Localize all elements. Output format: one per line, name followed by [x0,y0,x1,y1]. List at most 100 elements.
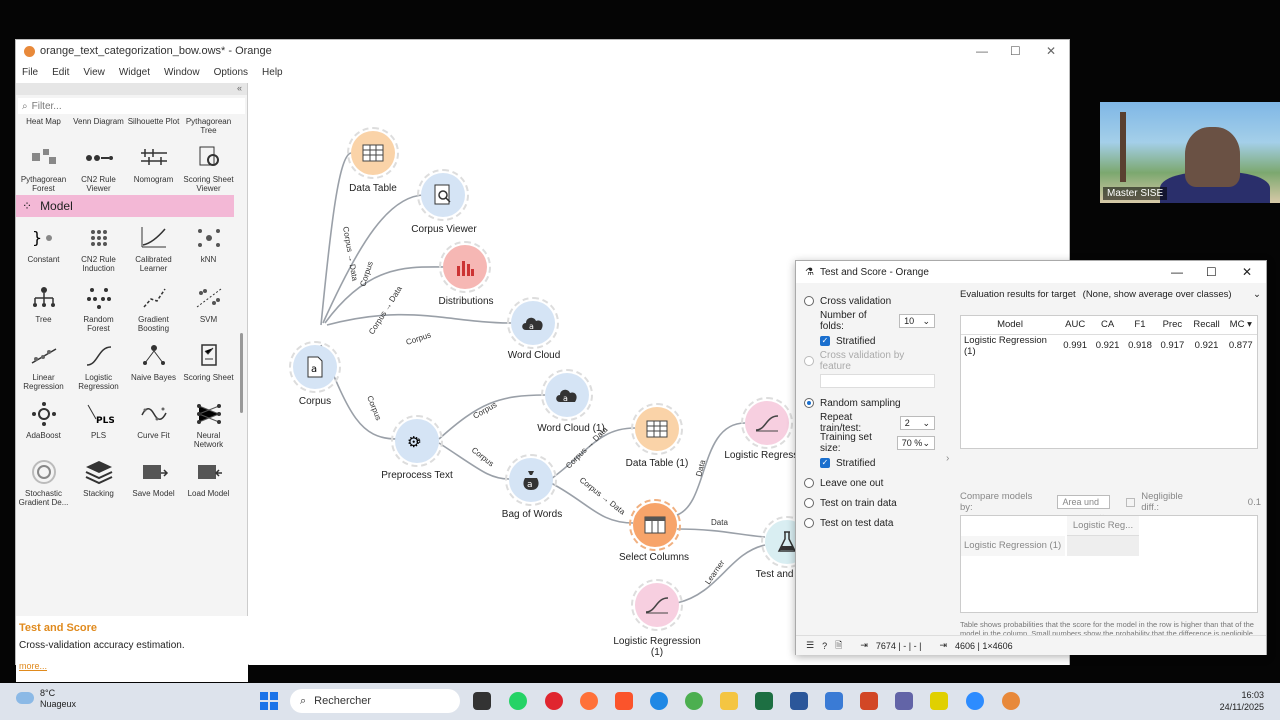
eval-target-select[interactable]: (None, show average over classes)⌄ [1082,288,1261,300]
filter-input[interactable]: ⌕ Filter... [18,98,245,114]
node-distributions[interactable] [439,241,491,293]
node-word-cloud-1[interactable]: a [541,369,593,421]
maximize-icon[interactable]: ☐ [1010,44,1021,58]
help-icon[interactable]: ? [822,640,828,651]
col-recall[interactable]: Recall [1188,316,1225,335]
radio-test-on-train[interactable]: Test on train data [804,493,935,513]
widget-naive-bayes[interactable]: Naive Bayes [126,339,181,391]
widget-panel-scrollbar[interactable] [240,333,243,413]
radio-test-on-test[interactable]: Test on test data [804,513,935,533]
widget-tree[interactable]: Tree [16,281,71,333]
powerpoint-icon[interactable] [860,692,878,710]
radio-leave-one-out[interactable]: Leave one out [804,473,935,493]
col-prec[interactable]: Prec [1156,316,1189,335]
node-logistic-regression-1[interactable] [631,579,683,631]
minimize-icon[interactable]: — [976,44,988,58]
widget-heat-map[interactable]: Heat Map [26,117,61,126]
widget-gradient-boosting[interactable]: Gradient Boosting [126,281,181,333]
widget-curve-fit[interactable]: Curve Fit [126,397,181,449]
widget-nomogram[interactable]: Nomogram [126,141,181,193]
widget-stacking[interactable]: Stacking [71,455,126,507]
report-icon[interactable]: 🗎 [835,639,843,650]
checkbox-stratified-cv[interactable]: ✓Stratified [820,335,876,347]
col-f1[interactable]: F1 [1123,316,1157,335]
widget-neural-network[interactable]: Neural Network [181,397,236,449]
app-icon[interactable] [930,692,948,710]
node-data-table-1[interactable] [631,403,683,455]
table-row[interactable]: Logistic Regression (1) 0.991 0.921 0.91… [964,334,1253,357]
evaluation-results-table[interactable]: Model AUC CA F1 Prec Recall MC ▾ Logisti… [960,315,1258,449]
opera-icon[interactable] [545,692,563,710]
firefox-icon[interactable] [580,692,598,710]
feature-select[interactable] [804,371,935,391]
chrome-icon[interactable] [685,692,703,710]
category-model[interactable]: ⁘ Model [16,195,234,217]
widget-linear-regression[interactable]: Linear Regression [16,339,71,391]
model-comparison-table[interactable]: Logistic Reg... Logistic Regression (1) [960,515,1258,613]
radio-random-sampling[interactable]: Random sampling [804,393,935,413]
edge-icon[interactable] [650,692,668,710]
node-preprocess-text[interactable]: ⚙a [391,415,443,467]
widget-cn2-rule-viewer[interactable]: CN2 Rule Viewer [71,141,126,193]
widget-pythagorean-tree[interactable]: Pythagorean Tree [185,117,232,135]
menu-window[interactable]: Window [163,66,200,78]
folds-select[interactable]: 10 ⌄ [899,314,935,328]
widget-random-forest[interactable]: Random Forest [71,281,126,333]
brave-icon[interactable] [615,692,633,710]
negligible-value[interactable]: 0.1 [1247,496,1262,508]
task-view-icon[interactable] [473,692,491,710]
node-corpus-viewer[interactable] [417,169,469,221]
widget-knn[interactable]: kNN [181,221,236,273]
excel-icon[interactable] [755,692,773,710]
compare-select[interactable]: Area und ⌄ [1057,495,1111,519]
collapse-panel-icon[interactable]: « [16,83,247,95]
menu-icon[interactable]: ☰ [806,640,815,650]
node-bag-of-words[interactable]: a [505,454,557,506]
menu-widget[interactable]: Widget [118,66,150,78]
radio-cross-validation[interactable]: Cross validation [804,291,935,311]
widget-load-model[interactable]: Load Model [181,455,236,507]
widget-stochastic-gradient-descent[interactable]: Stochastic Gradient De... [16,455,71,507]
taskbar-clock[interactable]: 16:03 24/11/2025 [1220,689,1264,713]
widget-silhouette-plot[interactable]: Silhouette Plot [127,117,180,126]
col-mc[interactable]: MC ▾ [1224,316,1257,335]
menu-view[interactable]: View [83,66,105,78]
widget-scoring-sheet-viewer[interactable]: Scoring Sheet Viewer [181,141,236,193]
negligible-checkbox[interactable] [1126,497,1136,507]
widget-calibrated-learner[interactable]: Calibrated Learner [126,221,181,273]
node-corpus[interactable]: a [289,341,341,393]
widget-scoring-sheet[interactable]: Scoring Sheet [181,339,236,391]
orange-taskbar-icon[interactable] [1002,692,1020,710]
checkbox-stratified-rs[interactable]: ✓Stratified [820,457,876,469]
ts-close-icon[interactable]: ✕ [1242,265,1253,279]
ts-maximize-icon[interactable]: ☐ [1206,265,1217,279]
radio-cv-by-feature[interactable]: Cross validation by feature [804,350,935,372]
menu-options[interactable]: Options [213,66,249,78]
expand-arrow-icon[interactable]: › [946,453,950,464]
widget-adaboost[interactable]: AdaBoost [16,397,71,449]
widget-venn-diagram[interactable]: Venn Diagram [73,117,124,126]
widget-cn2-rule-induction[interactable]: CN2 Rule Induction [71,221,126,273]
col-auc[interactable]: AUC [1059,316,1092,335]
info-more-link[interactable]: more... [19,661,48,671]
teams-icon[interactable] [895,692,913,710]
node-select-columns[interactable] [629,499,681,551]
close-icon[interactable]: ✕ [1046,44,1057,58]
repeat-select[interactable]: 2 ⌄ [899,416,935,430]
node-word-cloud[interactable]: a [507,297,559,349]
menu-edit[interactable]: Edit [52,66,70,78]
zoom-icon[interactable] [966,692,984,710]
node-logistic-regression[interactable] [741,397,793,449]
ts-minimize-icon[interactable]: — [1171,265,1183,279]
widget-constant[interactable]: }Constant [16,221,71,273]
node-data-table[interactable] [347,127,399,179]
widget-svm[interactable]: SVM [181,281,236,333]
widget-save-model[interactable]: Save Model [126,455,181,507]
widget-pythagorean-forest[interactable]: Pythagorean Forest [16,141,71,193]
weather-widget[interactable]: 8°C Nuageux [16,688,76,710]
file-explorer-icon[interactable] [720,692,738,710]
train-size-select[interactable]: 70 % ⌄ [896,436,935,450]
photos-icon[interactable] [825,692,843,710]
col-ca[interactable]: CA [1091,316,1124,335]
